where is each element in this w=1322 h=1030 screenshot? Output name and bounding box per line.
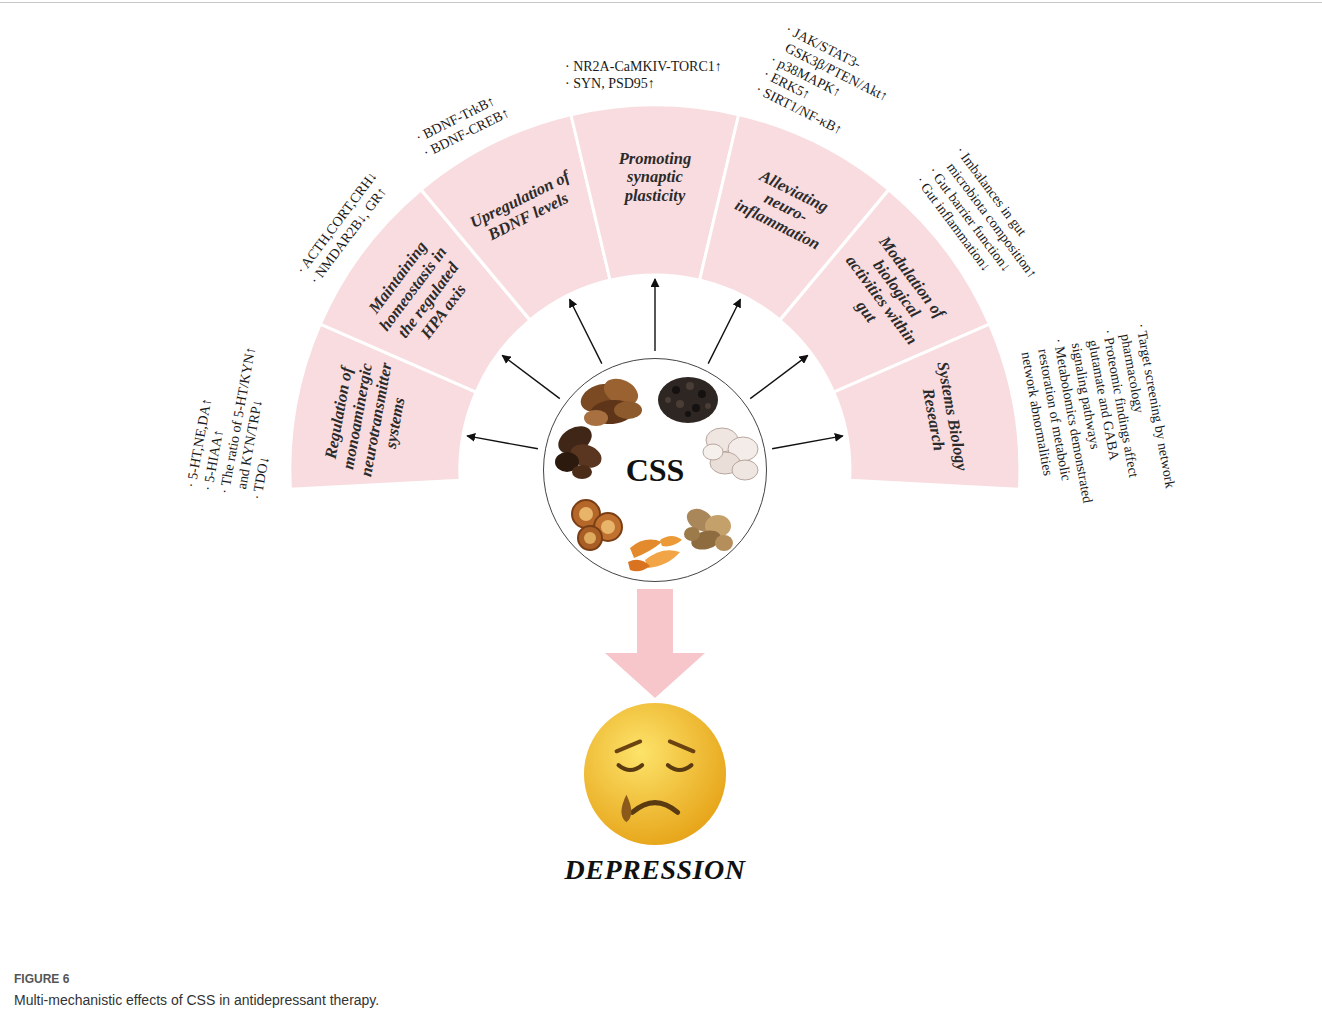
drawing-part <box>614 401 642 419</box>
center-circle: CSS <box>543 358 767 582</box>
drawing-part <box>645 550 680 568</box>
drawing-part <box>665 397 671 403</box>
mechanism-sector: Systems Biology Research <box>824 320 1031 521</box>
drawing-part <box>584 410 608 426</box>
mechanism-arrow <box>772 436 843 449</box>
mechanism-findings: · Target screening by network pharmacolo… <box>1015 322 1178 518</box>
drawing-part <box>703 444 723 460</box>
center-label: CSS <box>626 452 685 489</box>
figure-number: FIGURE 6 <box>14 972 69 986</box>
face-brow <box>617 741 641 751</box>
face-eye <box>618 765 642 770</box>
drawing-part <box>684 527 700 541</box>
mechanism-arrow <box>708 299 740 363</box>
mechanism-arrow <box>502 355 560 398</box>
drawing-part <box>660 536 682 546</box>
mechanism-arrow <box>750 355 808 398</box>
center-ground <box>544 359 766 581</box>
drawing-part <box>732 460 758 480</box>
drawing-part <box>685 411 691 417</box>
face-mouth <box>632 803 677 813</box>
sector-title: Promoting synaptic plasticity <box>596 150 714 207</box>
drawing-part <box>572 465 592 479</box>
drawing-part <box>686 382 694 390</box>
face-brow <box>670 741 694 751</box>
drawing-part <box>715 535 733 551</box>
drawing-part <box>578 526 602 550</box>
herb-brown-slices <box>577 374 643 426</box>
face-tear <box>621 795 631 823</box>
drawing-part <box>579 507 593 521</box>
herb-orange-peel <box>628 536 682 571</box>
drawing-part <box>692 404 700 412</box>
drawing-part <box>672 386 680 394</box>
drawing-part <box>705 403 711 409</box>
mechanism-arrow <box>570 299 602 363</box>
big-arrow <box>605 589 705 698</box>
mechanism-arrow <box>654 279 655 351</box>
drawing-part <box>676 400 684 408</box>
sad-face <box>581 700 729 848</box>
sector-fill <box>827 322 1029 518</box>
drawing-part <box>628 560 650 572</box>
face-disc <box>584 703 726 845</box>
mechanism-findings: · 5-HT,NE,DA↑· 5-HIAA↑· The ratio of 5-H… <box>184 329 295 501</box>
finding-text: · NR2A-CaMKIV-TORC1↑ <box>565 59 745 76</box>
herb-brown-chunks <box>683 504 733 552</box>
drawing-part <box>698 390 706 398</box>
drawing-part <box>601 520 615 534</box>
finding-text: · SYN, PSD95↑ <box>565 76 745 93</box>
mechanism-arrow <box>467 436 538 449</box>
herb-dark-pieces <box>553 421 604 479</box>
header-rule <box>0 2 1322 3</box>
mechanism-findings: · NR2A-CaMKIV-TORC1↑· SYN, PSD95↑ <box>565 59 745 93</box>
herb-white-slices <box>703 428 758 480</box>
drawing-part <box>658 377 718 423</box>
outcome-label: DEPRESSION <box>535 854 775 886</box>
face-eye <box>668 765 692 770</box>
figure-caption: Multi-mechanistic effects of CSS in anti… <box>14 992 379 1008</box>
outcome-node: DEPRESSION <box>535 700 775 886</box>
drawing-part <box>584 532 596 544</box>
herb-orange-rounds <box>572 500 622 550</box>
herb-dark-seeds <box>658 377 718 423</box>
